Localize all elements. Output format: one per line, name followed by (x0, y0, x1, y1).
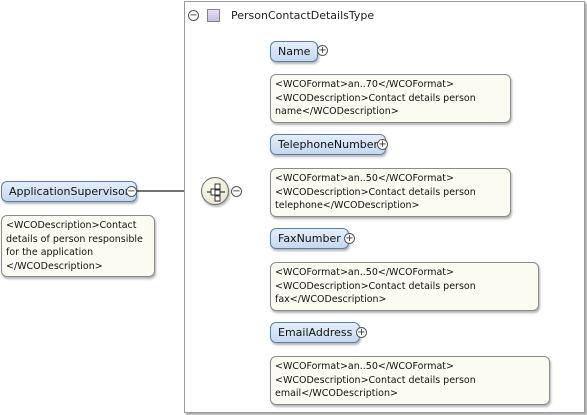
element-email-address[interactable]: EmailAddress (270, 322, 361, 343)
plus-circle-icon[interactable]: + (344, 233, 355, 244)
element-annotation-name: <WCOFormat>an..70</WCOFormat> <WCODescri… (270, 74, 511, 123)
plus-circle-icon[interactable]: + (317, 45, 328, 56)
sequence-glyph (207, 183, 225, 202)
type-title: PersonContactDetailsType (231, 9, 375, 22)
minus-circle-icon[interactable]: − (126, 186, 137, 197)
minus-circle-icon[interactable]: − (231, 186, 242, 197)
element-telephone-number[interactable]: TelephoneNumber (270, 134, 387, 155)
root-element-application-supervisor[interactable]: ApplicationSupervisor (1, 181, 138, 202)
element-annotation-telephone-number: <WCOFormat>an..50</WCOFormat> <WCODescri… (270, 168, 511, 217)
element-name[interactable]: Name (270, 41, 319, 62)
element-label: TelephoneNumber (278, 138, 379, 151)
sequence-compositor-icon[interactable] (201, 177, 229, 205)
element-annotation-fax-number: <WCOFormat>an..50</WCOFormat> <WCODescri… (270, 262, 539, 311)
complex-type-icon (207, 9, 220, 22)
element-fax-number[interactable]: FaxNumber (270, 228, 349, 249)
plus-circle-icon[interactable]: + (356, 327, 367, 338)
element-label: EmailAddress (278, 326, 353, 339)
minus-circle-icon[interactable]: − (188, 10, 199, 21)
element-annotation-email-address: <WCOFormat>an..50</WCOFormat> <WCODescri… (270, 356, 550, 405)
element-label: FaxNumber (278, 232, 341, 245)
root-element-label: ApplicationSupervisor (9, 185, 130, 198)
root-annotation: <WCODescription>Contact details of perso… (1, 215, 155, 277)
element-label: Name (278, 45, 311, 58)
plus-circle-icon[interactable]: + (377, 139, 388, 150)
